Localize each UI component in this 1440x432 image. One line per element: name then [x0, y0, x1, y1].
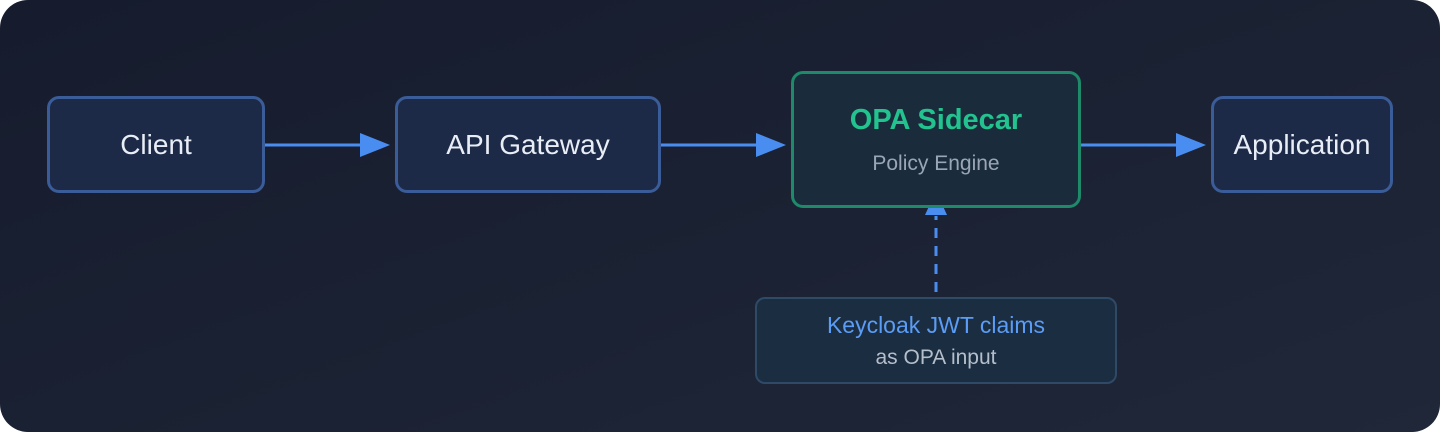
keycloak-claims-title: Keycloak JWT claims: [826, 311, 1046, 338]
application-node: Application: [1211, 96, 1393, 193]
application-label: Application: [1233, 128, 1371, 160]
client-node: Client: [47, 96, 265, 193]
client-label: Client: [120, 128, 192, 160]
api-gateway-node: API Gateway: [395, 96, 661, 193]
arrowhead-app: [1176, 133, 1206, 157]
keycloak-claims-node: Keycloak JWT claims as OPA input: [755, 297, 1117, 384]
opa-sidecar-subtitle: Policy Engine: [872, 151, 1000, 175]
arrowhead-gateway: [360, 133, 390, 157]
opa-sidecar-node: OPA Sidecar Policy Engine: [791, 71, 1081, 208]
api-gateway-label: API Gateway: [446, 128, 610, 160]
arrowhead-opa: [756, 133, 786, 157]
keycloak-claims-subtitle: as OPA input: [875, 345, 997, 369]
opa-sidecar-title: OPA Sidecar: [849, 103, 1023, 136]
